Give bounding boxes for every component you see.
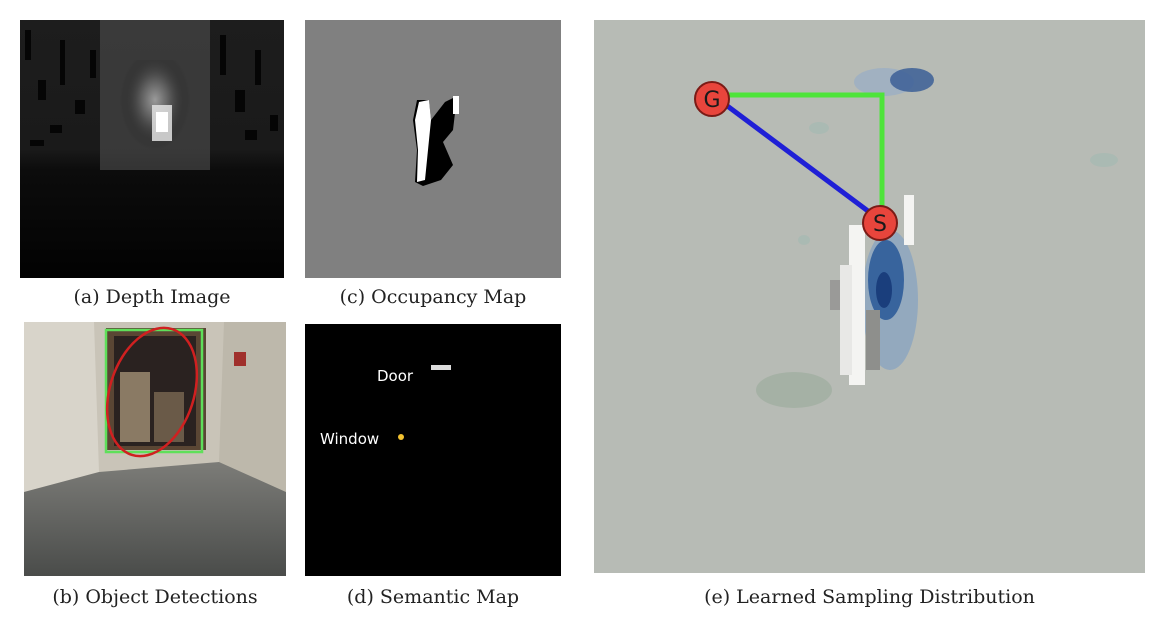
depth-image bbox=[20, 20, 284, 278]
window-label: Window bbox=[320, 430, 379, 448]
start-marker: S bbox=[862, 205, 898, 241]
door-label: Door bbox=[377, 367, 414, 385]
direct-path bbox=[716, 96, 882, 223]
object-detections-image bbox=[24, 322, 286, 576]
sampling-distribution-map: G S bbox=[594, 20, 1145, 573]
occupancy-map bbox=[305, 20, 561, 278]
caption-depth-image: (a) Depth Image bbox=[73, 286, 231, 308]
window-marker bbox=[398, 434, 404, 440]
semantic-map: Door Window bbox=[305, 324, 561, 576]
caption-object-detections: (b) Object Detections bbox=[52, 586, 258, 608]
start-label: S bbox=[873, 212, 887, 237]
goal-label: G bbox=[703, 88, 720, 113]
goal-marker: G bbox=[694, 81, 730, 117]
grid-path bbox=[718, 92, 885, 220]
detection-ellipse bbox=[105, 326, 199, 458]
caption-semantic-map: (d) Semantic Map bbox=[346, 586, 520, 608]
door-marker bbox=[431, 365, 451, 370]
caption-occupancy-map: (c) Occupancy Map bbox=[339, 286, 527, 308]
caption-sampling-distribution: (e) Learned Sampling Distribution bbox=[704, 586, 1035, 608]
